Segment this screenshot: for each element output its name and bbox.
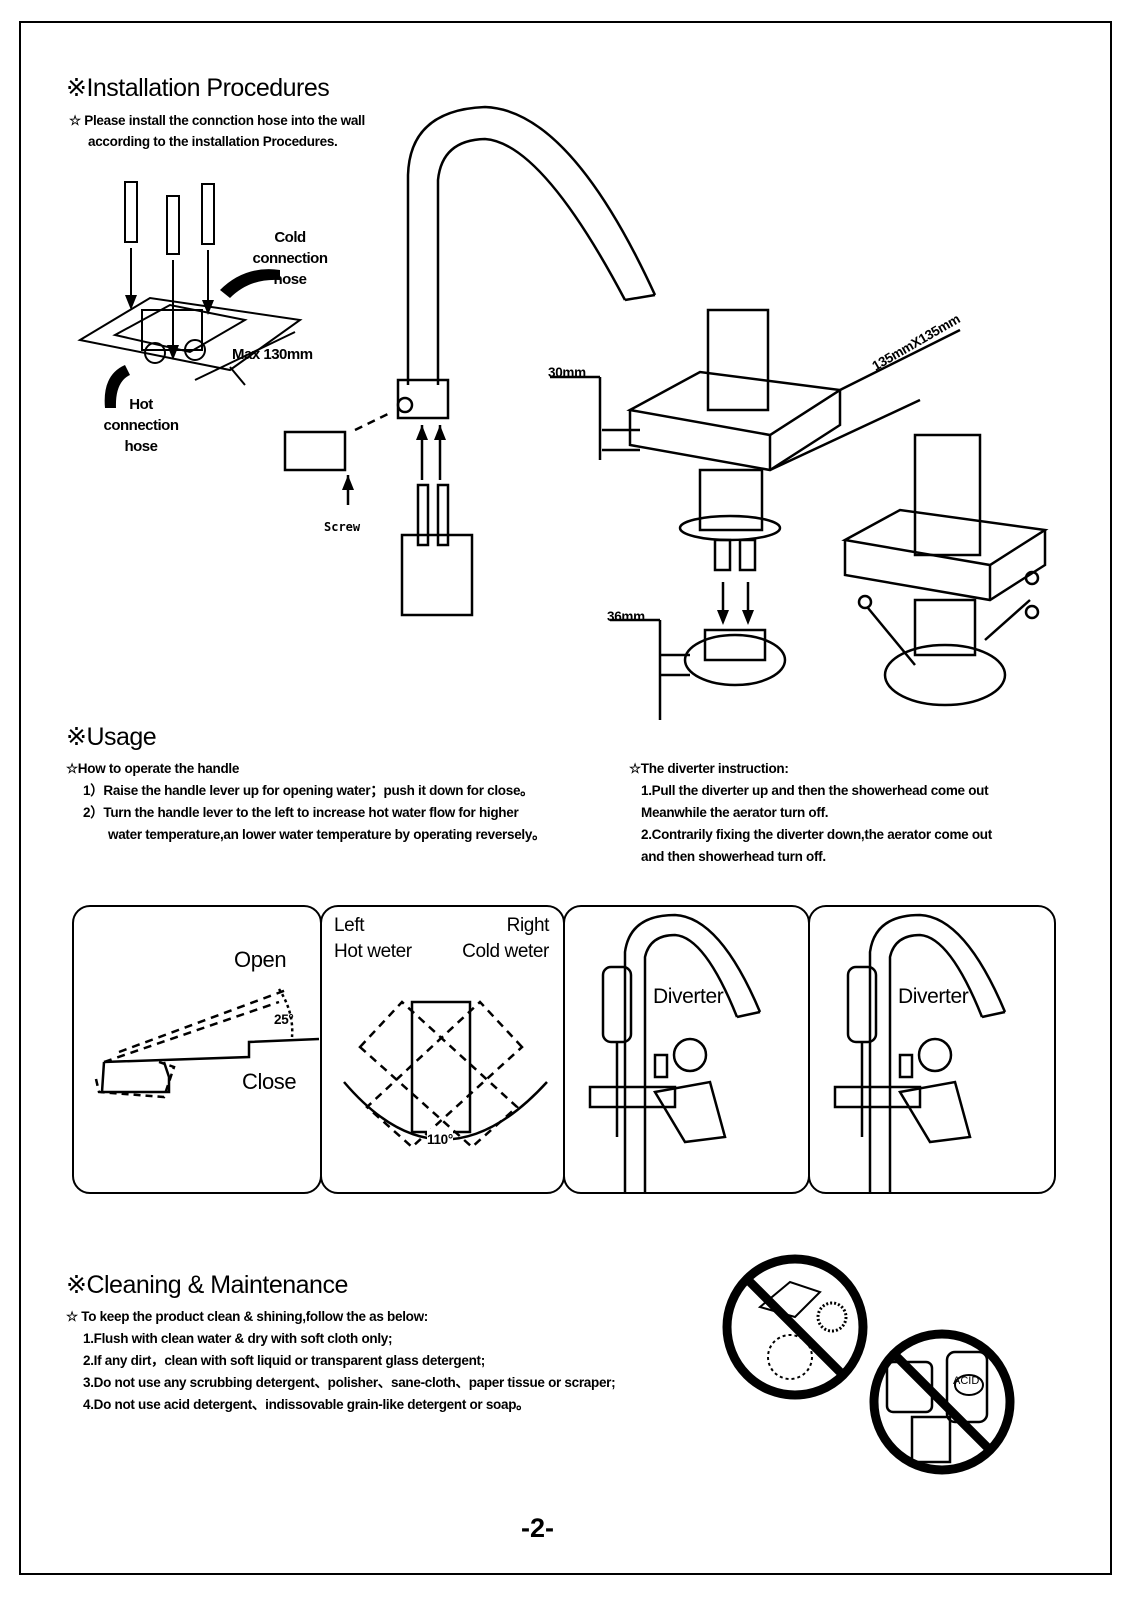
- no-acid-icon: [869, 1329, 1015, 1475]
- no-abrasive-tools-icon: [722, 1254, 868, 1400]
- dimension-30mm-label: 30mm: [548, 365, 586, 380]
- wall-box-illustration: [77, 181, 303, 408]
- hot-side-label: Left Hot weter: [334, 913, 412, 965]
- cleaning-step-3: 3.Do not use any scrubbing detergent、pol…: [83, 1375, 616, 1390]
- diverter-up-diagram: [833, 913, 1007, 1192]
- panel-open-close: Open Close 25°: [72, 905, 322, 1194]
- hot-hose-arrow-icon: [104, 365, 130, 408]
- usage-title: ※Usage: [66, 723, 157, 751]
- diverter-label-open: Diverter: [653, 985, 724, 1008]
- cleaning-instructions: ☆ To keep the product clean & shining,fo…: [66, 1306, 616, 1416]
- anchor-bolt-icon: [124, 181, 138, 243]
- installation-note-line-1: ☆ Please install the connction hose into…: [69, 113, 365, 128]
- diverter-heading: ☆The diverter instruction:: [629, 761, 789, 776]
- handle-angle-diagram: [94, 987, 320, 1099]
- dimension-36mm-label: 36mm: [607, 609, 645, 624]
- cleaning-step-1: 1.Flush with clean water & dry with soft…: [83, 1331, 393, 1346]
- installation-note-line-2: according to the installation Procedures…: [88, 134, 338, 149]
- cleaning-step-2: 2.If any dirt，clean with soft liquid or …: [83, 1353, 485, 1368]
- diverter-step-2: 2.Contrarily fixing the diverter down,th…: [641, 827, 992, 842]
- right-label: Right: [506, 915, 550, 936]
- cleaning-title: ※Cleaning & Maintenance: [66, 1271, 348, 1299]
- page-number: -2-: [521, 1513, 554, 1543]
- anchor-bolt-icon: [201, 183, 215, 245]
- installation-title: ※Installation Procedures: [66, 74, 330, 102]
- diverter-step-1: 1.Pull the diverter up and then the show…: [641, 783, 989, 798]
- installation-note: ☆ Please install the connction hose into…: [69, 110, 365, 152]
- page-border: [19, 21, 1112, 1575]
- cleaning-intro: ☆ To keep the product clean & shining,fo…: [66, 1309, 428, 1324]
- handle-step-1: 1）Raise the handle lever up for opening …: [83, 783, 534, 798]
- max-dimension-label: Max 130mm: [232, 346, 313, 363]
- handle-step-2-cont: water temperature,an lower water tempera…: [108, 827, 546, 842]
- handle-instructions: ☆How to operate the handle 1）Raise the h…: [66, 758, 546, 846]
- spout-outer: [406, 105, 657, 385]
- panel-diverter-showerhead: Diverter: [808, 905, 1056, 1194]
- diverter-down-diagram: [588, 913, 762, 1192]
- cold-hose-label: Cold connection hose: [252, 229, 328, 288]
- cold-side-label: Right Cold weter: [462, 913, 549, 965]
- diverter-step-2-cont: and then showerhead turn off.: [641, 849, 826, 864]
- open-label: Open: [234, 947, 287, 972]
- hot-water-label: Hot weter: [334, 941, 412, 962]
- mounted-base-illustration: [841, 433, 1049, 707]
- handle-step-2: 2）Turn the handle lever to the left to i…: [83, 805, 519, 820]
- base-dimension-illustration: [550, 308, 961, 720]
- diverter-step-1-cont: Meanwhile the aerator turn off.: [641, 805, 829, 820]
- angle-25-label: 25°: [274, 1012, 294, 1027]
- close-label: Close: [242, 1069, 297, 1094]
- spout-illustration: [283, 105, 657, 617]
- diverter-instructions: ☆The diverter instruction: 1.Pull the di…: [629, 758, 992, 868]
- hot-hose-label: Hot connection hose: [103, 396, 179, 455]
- panel-hot-cold: Left Hot weter Right Cold weter 110°: [320, 905, 565, 1194]
- left-label: Left: [334, 915, 365, 936]
- diverter-label-up: Diverter: [898, 985, 969, 1008]
- cleaning-step-4: 4.Do not use acid detergent、indissovable…: [83, 1397, 530, 1412]
- hand-shower-holder: [283, 430, 347, 472]
- anchor-bolt-icon: [166, 195, 180, 255]
- handle-heading: ☆How to operate the handle: [66, 761, 240, 776]
- angle-110-label: 110°: [427, 1129, 453, 1151]
- cold-hose-arrow-icon: [220, 269, 280, 298]
- acid-label: ACID: [953, 1375, 980, 1387]
- panel-diverter-aerator: Diverter: [563, 905, 810, 1194]
- screw-label: Screw: [324, 520, 361, 534]
- cold-water-label: Cold weter: [462, 941, 549, 962]
